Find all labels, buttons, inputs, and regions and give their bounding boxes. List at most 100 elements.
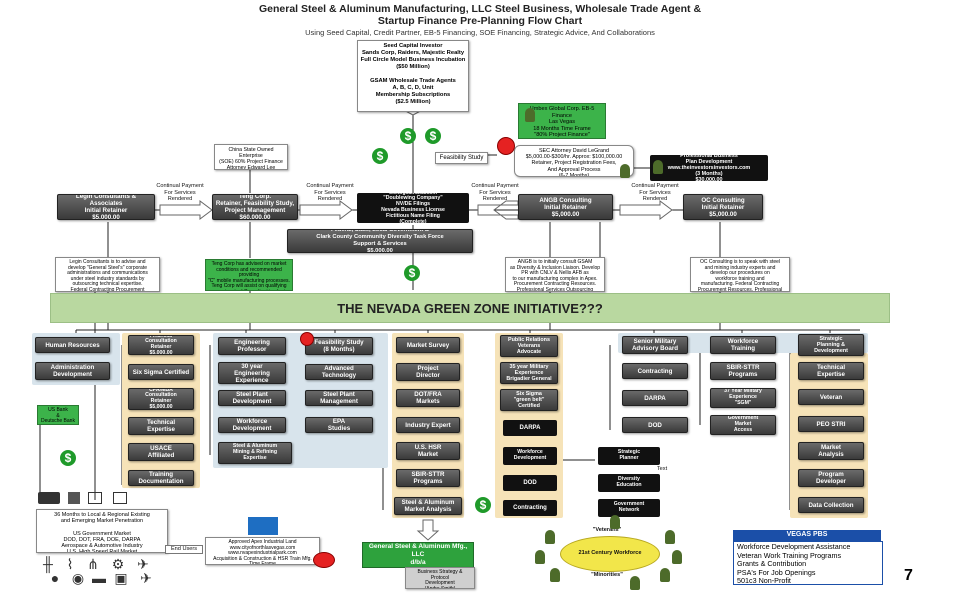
dollar-icon-5: $ bbox=[60, 450, 76, 466]
factory-icon bbox=[248, 517, 278, 535]
person-icon-4 bbox=[665, 530, 675, 544]
oc-note: OC Consulting is to speak with steel and… bbox=[690, 257, 790, 292]
six-sigma-box: Six Sigma Certified bbox=[128, 364, 194, 380]
veteran-box: Veteran bbox=[798, 389, 864, 405]
tower-icon: ⋔ bbox=[87, 556, 99, 572]
col6-darpa-box: DARPA bbox=[503, 420, 557, 436]
government-market-box: Government Market Access bbox=[710, 415, 776, 435]
page-number: 7 bbox=[904, 567, 913, 584]
workforce-training-box: Workforce Training bbox=[710, 336, 776, 354]
apex-red-icon bbox=[313, 552, 335, 568]
truck-icon bbox=[38, 492, 60, 504]
diversity-education-box: Diversity Education bbox=[598, 474, 660, 492]
payment-note-3: Continual Payment For Services Rendered bbox=[471, 183, 519, 202]
dollar-icon-2: $ bbox=[400, 128, 416, 144]
airplane-icon: ✈ bbox=[140, 570, 152, 586]
legin-note: Legin Consultants is to advise and devel… bbox=[55, 257, 160, 292]
text-label: Text bbox=[656, 466, 668, 472]
peo-stri-box: PEO STRI bbox=[798, 416, 864, 432]
data-collection-box: Data Collection bbox=[798, 497, 864, 513]
col9-technical-box: Technical Expertise bbox=[798, 362, 864, 380]
col8-sbir-box: SBIR-STTR Programs bbox=[710, 362, 776, 380]
col2-technical-box: Technical Expertise bbox=[128, 417, 194, 435]
bridge-icon: ⌇ bbox=[66, 556, 74, 572]
chart-subtitle: Using Seed Capital, Credit Partner, EB-5… bbox=[305, 28, 655, 37]
administration-box: Administration Development bbox=[35, 362, 110, 380]
federal-support-box: Federal, State, Local Government & Clark… bbox=[287, 229, 473, 253]
chart-title-line2: Startup Finance Pre-Planning Flow Chart bbox=[377, 15, 583, 27]
angb-note: ANGB is to initially consult GSAM as Div… bbox=[505, 257, 605, 292]
minorities-label: "Minorities" bbox=[591, 572, 623, 578]
col6-workforce-box: Workforce Development bbox=[503, 447, 557, 465]
legin-consultants-box: Legin Consultants & Associates Initial R… bbox=[57, 194, 155, 220]
rail-icon: ╫ bbox=[43, 556, 53, 572]
dollar-icon: $ bbox=[372, 148, 388, 164]
strategic-planning-box: Strategic Planning & Development bbox=[798, 334, 864, 356]
green-zone-banner: THE NEVADA GREEN ZONE INITIATIVE??? bbox=[50, 293, 890, 323]
government-network-box: Government Network bbox=[598, 499, 660, 517]
car-icon: ● bbox=[50, 570, 60, 586]
vehicle-icon: ◉ bbox=[71, 570, 85, 586]
person-icon-8 bbox=[630, 576, 640, 590]
program-developer-box: Program Developer bbox=[798, 469, 864, 487]
person-icon-3 bbox=[550, 568, 560, 582]
col7-contracting-box: Contracting bbox=[622, 363, 688, 379]
project-director-box: Project Director bbox=[396, 363, 460, 381]
senior-military-box: Senior Military Advisory Board bbox=[622, 336, 688, 354]
truck2-icon: ▬ bbox=[92, 570, 106, 586]
teng-note: Teng Corp has advised on market conditio… bbox=[205, 259, 293, 291]
gsam-bottom-box: General Steel & Aluminum Mfg., LLC d/b/a… bbox=[362, 542, 474, 574]
vegas-pbs-list: Workforce Development Assistance Veteran… bbox=[733, 541, 883, 585]
china-soe-box: China State Owned Enterprise (SOE) 60% P… bbox=[214, 144, 288, 170]
chart-title-line1: General Steel & Aluminum Manufacturing, … bbox=[258, 3, 702, 15]
teng-corp-box: Teng Corp. Retainer, Feasibility Study, … bbox=[212, 194, 298, 220]
building-icon bbox=[68, 492, 80, 504]
feasibility-tag: Feasibility Study bbox=[435, 152, 488, 164]
dollar-icon-6: $ bbox=[475, 497, 491, 513]
public-relations-box: Public Relations Veterans Advocate bbox=[500, 335, 558, 357]
sgm-experience-box: 37 Year Military Experience "SGM" bbox=[710, 388, 776, 408]
col9-bg bbox=[790, 353, 868, 518]
dot-fra-box: DOT/FRA Markets bbox=[396, 389, 460, 407]
workforce-ellipse bbox=[560, 536, 660, 572]
advanced-tech-box: Advanced Technology bbox=[305, 364, 373, 380]
person-icon-sec bbox=[620, 164, 630, 178]
industry-expert-box: Industry Expert bbox=[396, 417, 460, 433]
us-hsr-box: U.S. HSR Market bbox=[396, 442, 460, 460]
engineering-professor-box: Engineering Professor bbox=[218, 337, 286, 355]
market-analysis-steel-box: Steel & Aluminum Market Analysis bbox=[394, 497, 462, 515]
steel-plant-mgmt-box: Steel Plant Management bbox=[305, 390, 373, 406]
person-icon-umbex bbox=[525, 108, 535, 122]
epa-studies-box: EPA Studies bbox=[305, 417, 373, 433]
training-doc-box: Training Documentation bbox=[128, 470, 194, 486]
strategic-planner-box: Strategic Planner bbox=[598, 447, 660, 465]
person-icon-7 bbox=[610, 515, 620, 529]
payment-note-2: Continual Payment For Services Rendered bbox=[306, 183, 354, 202]
train-icon: ▣ bbox=[114, 570, 128, 586]
usace-box: USACE Affiliated bbox=[128, 443, 194, 461]
apex-land-box: Approved Apex Industrial Land www.cityof… bbox=[205, 537, 320, 565]
market-penetration-box: 36 Months to Local & Regional Existing a… bbox=[36, 509, 168, 553]
col6-contracting-box: Contracting bbox=[503, 500, 557, 516]
factory-small-icon bbox=[88, 492, 102, 504]
veterans-label: "Veterans" bbox=[592, 527, 622, 533]
vegas-pbs-title: VEGAS PBS bbox=[733, 530, 881, 541]
mining-refining-box: Steel & Aluminum Mining & Refining Exper… bbox=[218, 442, 292, 464]
gsamusa-box: www.gsamusa.com "Doublewing Company" NV/… bbox=[357, 193, 469, 223]
angb-consulting-box: ANGB Consulting Initial Retainer $5,000.… bbox=[518, 194, 613, 220]
clock-icon bbox=[497, 137, 515, 155]
banks-box: US Bank & Deutsche Bank bbox=[37, 405, 79, 425]
financial-consultation-box: Financial Consultation Retainer $5,000.0… bbox=[128, 335, 194, 355]
six-sigma-green-belt-box: Six Sigma "green belt" Certified bbox=[500, 389, 558, 411]
dollar-icon-3: $ bbox=[425, 128, 441, 144]
feasibility-study-box: Feasibility Study (8 Months) bbox=[305, 337, 373, 355]
payment-note-4: Continual Payment For Services Rendered bbox=[631, 183, 679, 202]
sec-attorney-box: SEC Attorney David LeGrand $5,000.00-$30… bbox=[514, 145, 634, 177]
person-icon-prof bbox=[653, 160, 663, 174]
steel-plant-dev-box: Steel Plant Development bbox=[218, 390, 286, 406]
end-users-label: End Users bbox=[165, 545, 203, 554]
person-icon-2 bbox=[535, 550, 545, 564]
seed-capital-box: Seed Capital Investor Sands Corp, Raider… bbox=[357, 40, 469, 112]
col9-market-analysis-box: Market Analysis bbox=[798, 442, 864, 460]
workforce-21-label: 21st Century Workforce bbox=[578, 550, 642, 556]
